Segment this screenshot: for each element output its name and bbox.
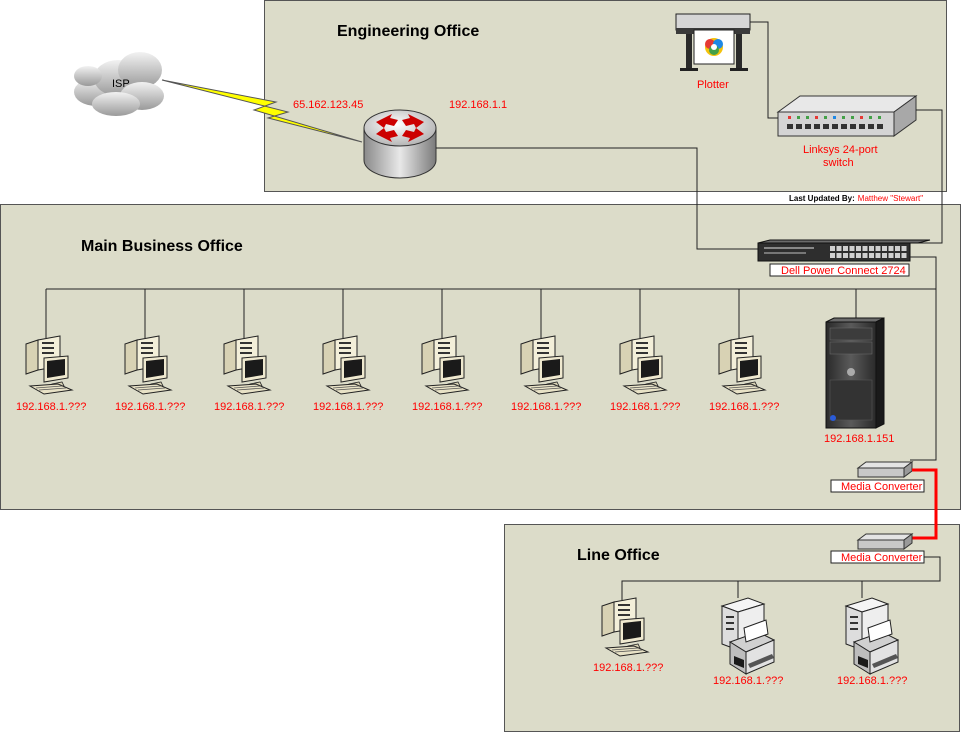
- router-lan-ip: 192.168.1.1: [449, 99, 507, 111]
- dell-switch-label-box: [769, 263, 910, 277]
- line-office-title: Line Office: [577, 547, 660, 564]
- last-updated-prefix: Last Updated By:: [789, 194, 855, 203]
- linksys-label-line1: Linksys 24-port: [803, 144, 878, 156]
- router-wan-ip: 65.162.123.45: [293, 99, 363, 111]
- plotter-icon: [675, 13, 751, 71]
- workstation-ip: 192.168.1.???: [115, 401, 185, 413]
- line-device-ip: 192.168.1.???: [837, 675, 907, 687]
- media-converter-line-icon: [856, 533, 914, 550]
- workstation-ip: 192.168.1.???: [16, 401, 86, 413]
- linksys-label-line2: switch: [823, 157, 854, 169]
- workstation-ip: 192.168.1.???: [412, 401, 482, 413]
- server-tower-icon: [825, 317, 885, 429]
- line-device-ip: 192.168.1.???: [713, 675, 783, 687]
- line-office-devices: 192.168.1.??? 192.168.1.??? 192.168.1.???: [593, 597, 907, 687]
- workstation-drops: [45, 289, 857, 338]
- fiber-link: [912, 468, 938, 540]
- main-workstations: 192.168.1.??? 192.168.1.??? 192.168.1.??? 1…: [16, 335, 779, 413]
- media-converter-main-label: Media Converter: [841, 481, 923, 493]
- last-updated: Last Updated By:Matthew "Stewart": [789, 194, 923, 203]
- engineering-office-title: Engineering Office: [337, 23, 479, 40]
- dell-switch-label: Dell Power Connect 2724: [781, 265, 906, 277]
- last-updated-name: Matthew "Stewart": [858, 194, 923, 203]
- wan-link-lightning-icon: [161, 79, 363, 143]
- isp-cloud-icon: [74, 52, 164, 116]
- media-converter-line-label: Media Converter: [841, 552, 923, 564]
- media-converter-main-icon: [856, 461, 914, 478]
- workstation-ip: 192.168.1.???: [313, 401, 383, 413]
- line-office-backbone-wire: [621, 556, 941, 600]
- main-office-title: Main Business Office: [81, 238, 243, 255]
- dell-ports: [830, 246, 907, 258]
- server-ip: 192.168.1.151: [824, 433, 894, 445]
- router-icon: [363, 109, 437, 179]
- linksys-to-dell-wire: [910, 109, 943, 244]
- isp-label: ISP: [112, 78, 130, 90]
- linksys-ports: [787, 116, 883, 129]
- router-to-dell-wire: [436, 147, 758, 250]
- plotter-to-linksys-wire: [750, 21, 778, 119]
- workstation-ip: 192.168.1.???: [709, 401, 779, 413]
- workstation-ip: 192.168.1.???: [610, 401, 680, 413]
- workstation-ip: 192.168.1.???: [214, 401, 284, 413]
- workstation-ip: 192.168.1.???: [511, 401, 581, 413]
- plotter-label: Plotter: [697, 79, 729, 91]
- media-converter-main-label-box: [830, 479, 925, 493]
- line-device-ip: 192.168.1.???: [593, 662, 663, 674]
- dell-to-media-converter-wire: [910, 256, 937, 461]
